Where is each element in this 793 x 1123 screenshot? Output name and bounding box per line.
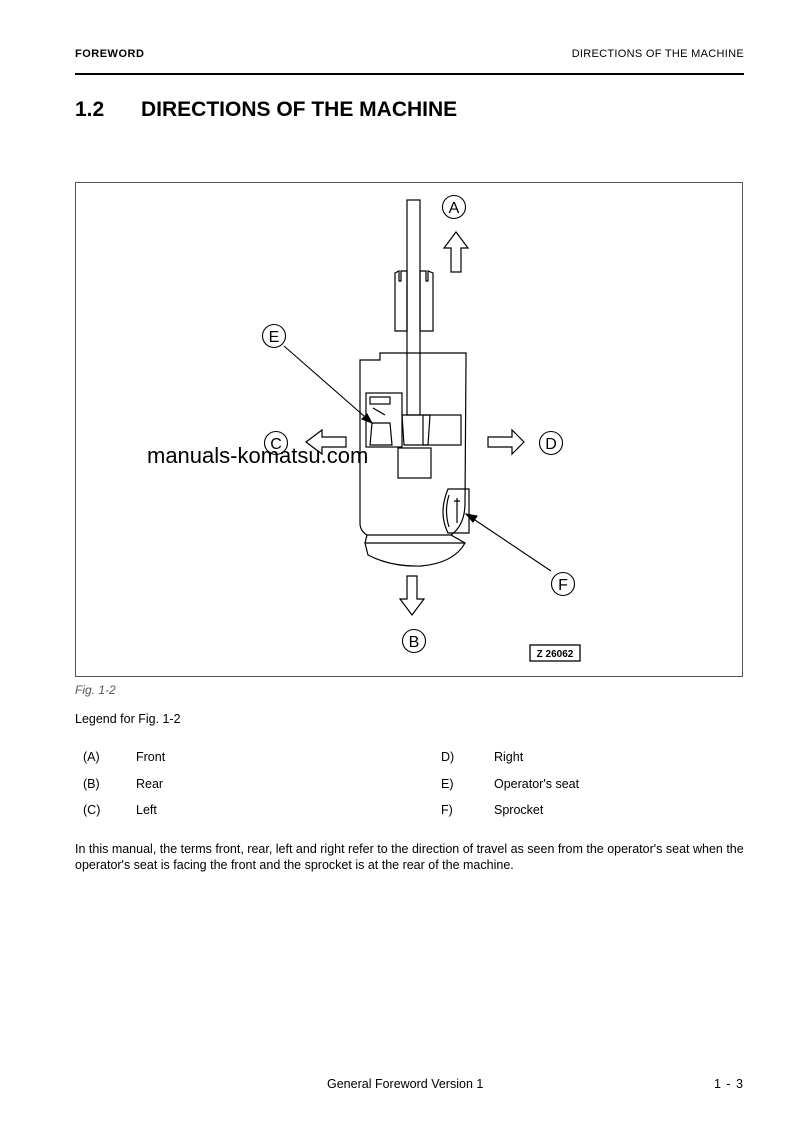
label-f: F (558, 577, 568, 594)
legend-key: D) (441, 750, 455, 764)
label-e: E (269, 329, 280, 346)
machine-body (359, 352, 467, 536)
legend-title: Legend for Fig. 1-2 (75, 712, 181, 726)
boom-arm (406, 199, 421, 416)
label-a: A (449, 200, 460, 217)
legend-label: Operator's seat (494, 777, 580, 791)
arrow-left (305, 428, 347, 456)
header-rule (75, 73, 744, 75)
header-section-label: FOREWORD (75, 48, 145, 60)
cab-outline (365, 392, 403, 448)
arrow-right (487, 428, 525, 456)
sprocket (442, 488, 470, 534)
legend-label: Sprocket (494, 803, 544, 817)
machine-top-view-diagram: A B C D E F Z 26062 (261, 194, 581, 662)
legend-label: Rear (136, 777, 164, 791)
page-number: 1 - 3 (713, 1077, 744, 1091)
label-c: C (270, 436, 282, 453)
bucket (394, 270, 434, 332)
arrow-rear (398, 575, 426, 616)
legend-label: Front (136, 750, 166, 764)
figure-directions: A B C D E F Z 26062 (75, 182, 743, 677)
legend-key: (A) (83, 750, 100, 764)
legend-key: (B) (83, 777, 100, 791)
figure-code: Z 26062 (537, 649, 574, 660)
section-number: 1.2 (75, 98, 105, 121)
legend-key: E) (441, 777, 454, 791)
legend-key: (C) (83, 803, 101, 817)
section-title: DIRECTIONS OF THE MACHINE (141, 98, 458, 121)
label-d: D (545, 436, 557, 453)
header-page-topic: DIRECTIONS OF THE MACHINE (571, 48, 744, 60)
watermark-text: manuals-komatsu.com (147, 443, 369, 468)
rear-counterweight (364, 542, 467, 567)
arrow-front (442, 231, 470, 273)
figure-caption: Fig. 1-2 (75, 683, 116, 697)
legend-key: F) (441, 803, 453, 817)
body-paragraph: In this manual, the terms front, rear, l… (75, 842, 744, 872)
footer-version: General Foreword Version 1 (327, 1077, 484, 1091)
legend-label: Left (136, 803, 157, 817)
label-b: B (409, 634, 420, 651)
operator-seat (369, 422, 393, 446)
legend-label: Right (494, 750, 524, 764)
